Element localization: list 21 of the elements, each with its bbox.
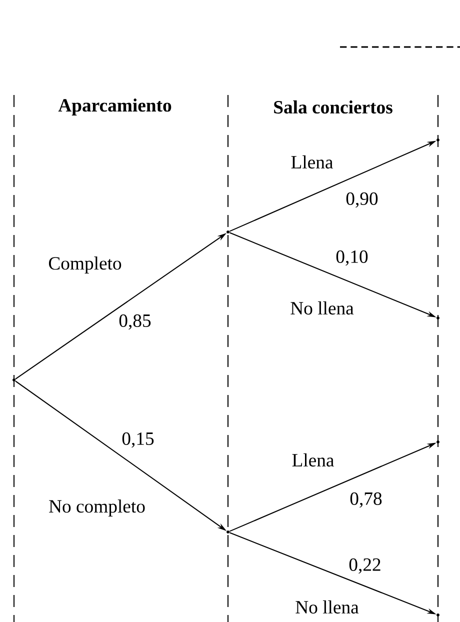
- probability-label: 0,10: [336, 250, 368, 266]
- edge-label: Completo: [48, 256, 122, 274]
- edge-label: Llena: [291, 155, 333, 169]
- branch-point: [436, 138, 440, 142]
- edge-label: Llena: [292, 453, 334, 467]
- edge-label: No completo: [49, 500, 145, 516]
- branch-point: [436, 440, 440, 444]
- column-heading: Sala conciertos: [270, 98, 396, 116]
- branch-point: [226, 230, 230, 234]
- branch-point: [226, 530, 230, 534]
- edge-label: No llena: [290, 301, 354, 315]
- edge-label: No llena: [296, 600, 359, 614]
- probability-label: 0,85: [119, 314, 151, 330]
- column-heading: Aparcamiento: [55, 96, 175, 118]
- branch-point: [12, 378, 16, 382]
- probability-label: 0,22: [349, 558, 380, 574]
- probability-label: 0,15: [122, 432, 154, 448]
- branch-point: [436, 316, 440, 320]
- branch-point: [436, 614, 440, 616]
- probability-label: 0,78: [350, 492, 382, 508]
- probability-label: 0,90: [346, 192, 378, 208]
